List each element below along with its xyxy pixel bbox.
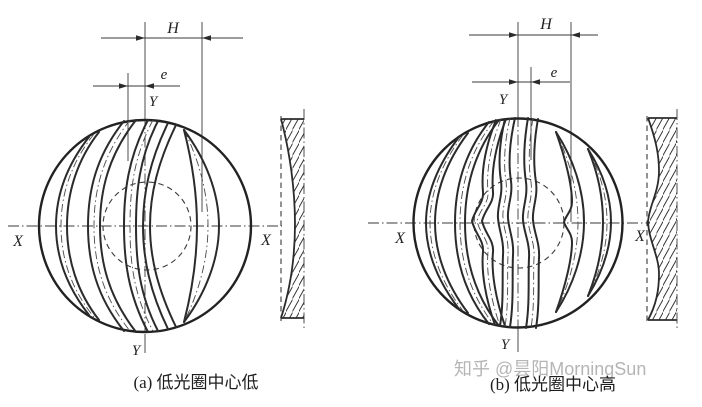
fig-b-e-dimension: e [472,65,570,85]
fig-a-section-hatch [281,119,304,318]
arrow-right-icon [509,79,518,85]
fig-a-fringe-band-2 [86,119,137,333]
fig-b-section-hatch [648,118,677,320]
fig-b-fringe-band-right-outer [587,148,613,297]
fig-a-y-bottom-label: Y [132,343,142,359]
fig-a-x-right-label: X [260,232,272,249]
fig-b-e-label: e [551,65,558,81]
fig-a-y-top-label: Y [149,94,159,110]
fig-a-fringe-band-1 [54,131,100,321]
fig-b-h-dimension: H [469,16,598,38]
fig-a-e-dimension: e [93,67,180,89]
arrow-left-icon [531,79,540,85]
fig-b-fringe-band-5-wave [521,117,541,329]
zhihu-watermark: 知乎 @昙阳MorningSun [454,359,646,379]
fig-a-h-dimension: H [101,20,243,41]
fig-a-lens-aperture-circle [37,118,253,334]
fig-a-fringe-band-4 [141,122,177,330]
arrow-left-icon [202,35,211,41]
fig-a-section-profile [280,109,305,328]
fig-a-surface-curve [280,118,296,319]
fig-b-caption: (b) 低光圈中心高 [490,375,616,394]
fig-a-fringe-band-right [183,129,221,323]
fig-b-h-label: H [539,16,553,33]
fig-b-x-right-label: X [634,228,646,245]
fig-b-surface-curve [647,117,660,321]
fig-a-e-label: e [161,67,168,83]
arrow-left-icon [145,83,154,89]
fig-b-y-bottom-label: Y [501,337,511,353]
fig-a-caption: (a) 低光圈中心低 [133,373,258,392]
fig-b-fringe-band-2 [453,119,500,327]
fig-b-y-top-label: Y [499,92,509,108]
figure-a: H e Y Y X X [8,20,305,392]
fig-b-fringe-band-right-inner [555,131,586,313]
arrow-right-icon [136,35,145,41]
fig-b-fringe-band-4-wave [496,117,516,328]
fig-a-fringe-band-3 [122,119,159,333]
fig-b-x-left-label: X [394,230,406,247]
fig-b-section-profile [646,109,678,329]
fig-b-fringe-band-3-wiggle [470,118,507,327]
arrow-right-icon [509,32,518,38]
fig-a-x-left-label: X [12,233,24,250]
fig-b-fringe-band-1 [424,132,469,314]
fig-b-lens-aperture-circle [412,117,624,329]
arrow-left-icon [571,32,580,38]
fig-a-h-label: H [166,20,180,37]
arrow-right-icon [119,83,128,89]
figure-b: H e Y Y X X [368,16,678,394]
